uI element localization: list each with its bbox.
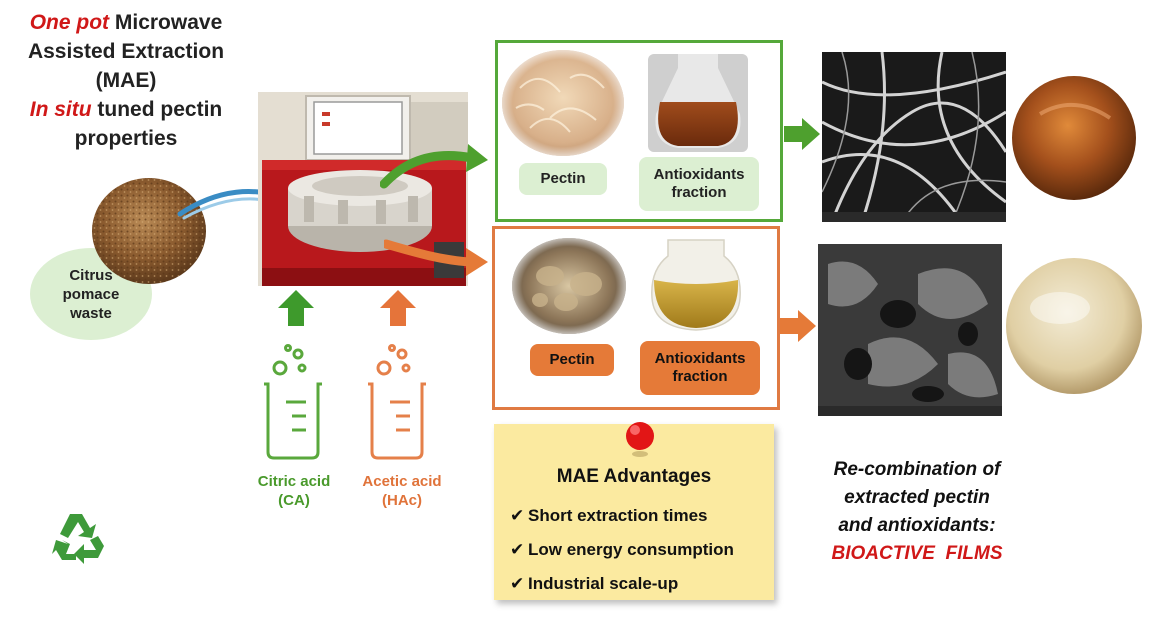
pomace-label: Citrus pomace waste xyxy=(62,267,120,322)
beaker-icon xyxy=(368,344,426,460)
title-line-2: Assisted Extraction xyxy=(27,40,225,63)
acetic-acid-label: Acetic acid (HAc) xyxy=(362,473,442,509)
green-to-sem-arrow xyxy=(784,118,820,150)
green-flow-arrow xyxy=(380,144,488,189)
antioxidants-ca-photo xyxy=(648,54,748,152)
citric-acid-beaker xyxy=(264,344,322,460)
pectin-ca-label: Pectin xyxy=(519,163,607,195)
orange-to-sem-arrow xyxy=(780,310,816,342)
sem-image-ca-film xyxy=(822,52,1006,222)
ca-film-photo xyxy=(1012,76,1136,200)
conclusion-text: Re-combination of extracted pectin and a… xyxy=(808,456,1026,568)
title-line-3: (MAE) xyxy=(95,69,157,92)
orange-flow-arrow xyxy=(384,239,488,276)
pushpin-icon xyxy=(626,422,654,457)
checkmark-icon: ✔ xyxy=(510,540,525,559)
antioxidants-hac-photo xyxy=(648,236,744,334)
advantage-item: ✔Industrial scale-up xyxy=(510,574,679,593)
hac-film-photo xyxy=(1006,258,1142,394)
bioactive-films-label: BIOACTIVE FILMS xyxy=(831,543,1003,564)
main-title: One pot Microwave Assisted Extraction (M… xyxy=(6,8,246,153)
advantage-item: ✔Short extraction times xyxy=(510,506,708,525)
sem-image-hac-film xyxy=(818,244,1002,416)
beaker-icon xyxy=(264,344,322,460)
title-line-4: In situ tuned pectin xyxy=(29,98,223,121)
title-line-5: properties xyxy=(74,127,178,150)
acetic-acid-beaker xyxy=(368,344,426,460)
checkmark-icon: ✔ xyxy=(510,506,525,525)
advantage-item: ✔Low energy consumption xyxy=(510,540,734,559)
antioxidants-hac-label: Antioxidants fraction xyxy=(640,341,760,395)
pectin-hac-photo xyxy=(512,238,626,334)
pomace-photo xyxy=(92,178,206,284)
citric-acid-arrow xyxy=(278,290,314,326)
acetic-acid-arrow xyxy=(380,290,416,326)
pectin-hac-label: Pectin xyxy=(530,344,614,376)
citric-acid-label: Citric acid (CA) xyxy=(257,473,331,509)
advantages-title: MAE Advantages xyxy=(556,466,712,487)
antioxidants-ca-label: Antioxidants fraction xyxy=(639,157,759,211)
title-line-1: One pot Microwave xyxy=(29,11,223,34)
checkmark-icon: ✔ xyxy=(510,574,525,593)
advantages-note: MAE Advantages ✔Short extraction times ✔… xyxy=(494,422,774,600)
pectin-ca-photo xyxy=(502,50,624,156)
recycle-icon xyxy=(52,514,104,564)
